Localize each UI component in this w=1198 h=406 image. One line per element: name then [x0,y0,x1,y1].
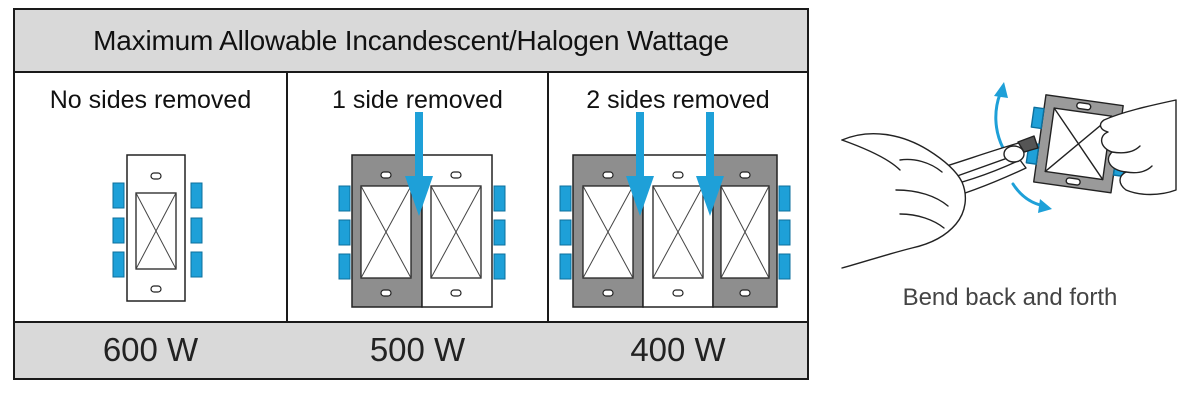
table-title: Maximum Allowable Incandescent/Halogen W… [15,10,807,73]
column-divider [547,73,549,378]
wattage-value-500: 500 W [369,331,466,368]
removed-side-arrow-left [626,112,654,216]
removed-side-arrow-right [696,112,724,216]
dimmer-gang-two [338,112,506,308]
wattage-value-400: 400 W [630,331,726,368]
dimmer-gang-three [559,112,791,308]
removed-side-arrow [405,112,433,216]
illustration-caption: Bend back and forth [902,284,1118,311]
column-label-two-sides: 2 sides removed [586,86,770,114]
wattage-value-600: 600 W [102,331,199,368]
dimmer-intact [112,154,203,302]
bend-illustration [841,82,1177,269]
column-label-one-side: 1 side removed [332,86,503,114]
column-label-no-sides: No sides removed [49,86,252,114]
column-divider [286,73,288,378]
wattage-row: 600 W 500 W 400 W [15,321,807,378]
